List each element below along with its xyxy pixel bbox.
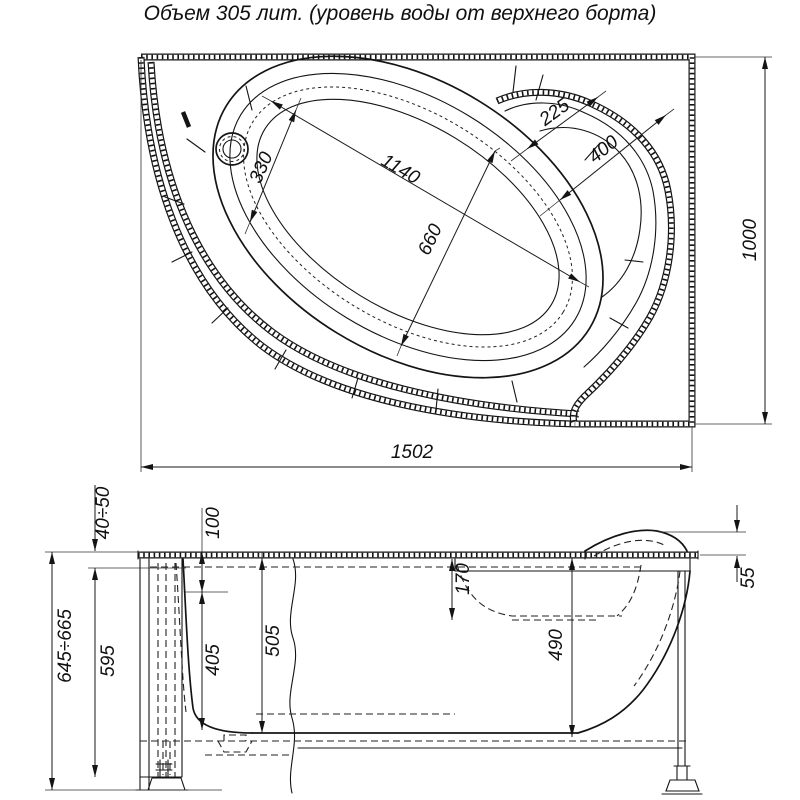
dim-label-330: 330 [246,149,278,187]
dim-label-40-50: 40÷50 [93,486,114,539]
dim-label-1000: 1000 [740,218,761,261]
right-leg-and-foot [661,570,703,795]
dimension-645-665: 645÷665 [49,552,76,790]
bowl-rim-outer [212,55,604,379]
dimension-400: 400 [559,114,667,201]
dimension-1502: 1502 [141,442,692,470]
dim-label-100: 100 [203,507,224,539]
dimension-40-50: 40÷50 [92,485,114,551]
dim-label-645-665: 645÷665 [55,609,76,683]
dim-label-660: 660 [414,221,447,259]
dimension-405: 405 [199,592,224,730]
dimension-55: 55 [734,505,759,589]
bowl-rim-step [229,72,587,362]
dimension-100: 100 [199,507,224,592]
plan-extension-lines [140,56,772,472]
apron-panel [135,558,189,791]
tub-left-wall [182,558,253,734]
drawing-title: Объем 305 лит. (уровень воды от верхнего… [144,2,657,25]
dim-label-1502: 1502 [391,442,434,463]
break-line [289,558,297,794]
drain-icon [215,132,249,166]
dim-label-400: 400 [585,131,623,168]
side-view: 40÷50 100 645÷665 595 405 505 170 490 [45,485,759,795]
dim-label-595: 595 [98,645,119,677]
dimension-330: 330 [246,109,297,223]
dimension-490: 490 [546,558,575,737]
plan-view: 330 1140 660 225 400 1000 1502 [141,0,772,472]
drain-inner-circle [222,139,242,159]
dim-label-170: 170 [453,563,474,595]
overflow-mark [180,111,192,128]
dimension-1000: 1000 [740,57,768,424]
hidden-contours [140,539,690,777]
dim-label-505: 505 [263,625,284,657]
bowl [212,55,604,379]
corner-shelf-inner-curve [504,102,657,368]
headrest-profile [584,529,688,552]
dim-label-1140: 1140 [377,150,423,189]
dim-label-225: 225 [535,95,574,131]
tub-right-wall [577,570,691,734]
dimension-595: 595 [92,568,119,777]
drain-dashed-circle [219,136,245,162]
drain-outer-circle [215,132,249,166]
dim-label-55: 55 [738,567,759,589]
inner-rim-curve [151,62,579,414]
rim-tick-marks [164,65,644,411]
dim-label-405: 405 [203,644,224,676]
dimension-505: 505 [259,558,284,733]
dim-label-490: 490 [546,629,567,661]
side-extension-lines [45,508,746,791]
dimension-170: 170 [449,559,474,620]
